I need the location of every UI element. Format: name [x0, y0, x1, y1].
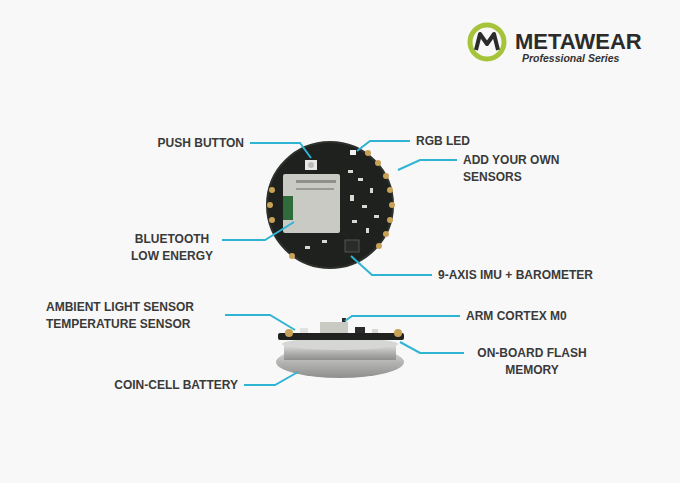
board-side-view [276, 318, 404, 378]
callout-label: RGB LED [416, 133, 470, 150]
callout-label: PUSH BUTTON [158, 135, 244, 152]
callout-label: ON-BOARD FLASH MEMORY [468, 345, 596, 379]
callout-label: 9-AXIS IMU + BAROMETER [438, 267, 593, 284]
callout-label: ARM CORTEX M0 [466, 308, 567, 325]
brand-subtitle: Professional Series [522, 52, 619, 65]
callout-label: COIN-CELL BATTERY [114, 377, 238, 394]
callout-label: AMBIENT LIGHT SENSOR TEMPERATURE SENSOR [46, 299, 218, 333]
logo-icon [470, 25, 504, 59]
board-top-view [267, 142, 395, 268]
leader-lines [222, 141, 464, 385]
callout-label: ADD YOUR OWN SENSORS [463, 152, 575, 186]
callout-label: BLUETOOTH LOW ENERGY [126, 231, 218, 265]
brand-name: METAWEAR [515, 29, 642, 55]
